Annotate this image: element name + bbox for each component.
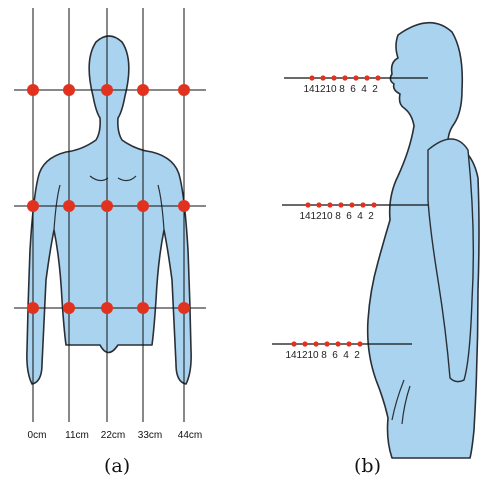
side-tick-label: 6 (332, 350, 338, 361)
front-measure-point (101, 84, 113, 96)
side-measure-point (375, 75, 380, 80)
side-measure-point (353, 75, 358, 80)
side-measure-point (342, 75, 347, 80)
side-measure-point (349, 202, 354, 207)
side-tick-label: 4 (361, 84, 367, 95)
side-tick-label: 8 (321, 350, 327, 361)
side-measure-point (291, 341, 296, 346)
front-column-label: 44cm (178, 430, 202, 441)
front-column-labels: 0cm 11cm 22cm 33cm 44cm (28, 430, 203, 441)
side-tick-label: 14 (299, 211, 311, 222)
front-measure-point (178, 84, 190, 96)
front-measure-point (137, 200, 149, 212)
side-measure-point (335, 341, 340, 346)
side-tick-label: 12 (310, 211, 322, 222)
side-tick-label: 4 (343, 350, 349, 361)
side-tick-label: 14 (303, 84, 315, 95)
front-measure-point (63, 302, 75, 314)
front-measure-point (101, 200, 113, 212)
side-measure-point (324, 341, 329, 346)
front-measure-point (137, 302, 149, 314)
front-measure-point (63, 200, 75, 212)
side-measure-point (371, 202, 376, 207)
side-measure-point (302, 341, 307, 346)
side-measure-point (320, 75, 325, 80)
front-measure-point (27, 84, 39, 96)
front-measure-point (137, 84, 149, 96)
side-measure-point (305, 202, 310, 207)
side-measure-point (338, 202, 343, 207)
side-measure-point (316, 202, 321, 207)
side-tick-label: 12 (296, 350, 308, 361)
side-tick-label: 2 (372, 84, 378, 95)
front-measure-point (27, 200, 39, 212)
side-measure-point (327, 202, 332, 207)
panel-b-caption: (b) (354, 455, 381, 477)
side-tick-label: 2 (354, 350, 360, 361)
side-tick-label: 10 (307, 350, 319, 361)
front-measure-point (101, 302, 113, 314)
side-tick-label: 2 (368, 211, 374, 222)
side-measure-point (309, 75, 314, 80)
side-measure-point (364, 75, 369, 80)
front-column-label: 22cm (101, 430, 125, 441)
front-measure-point (178, 200, 190, 212)
side-tick-label: 14 (285, 350, 297, 361)
side-measure-point (313, 341, 318, 346)
front-column-label: 0cm (28, 430, 47, 441)
side-tick-label: 8 (339, 84, 345, 95)
side-measure-point (331, 75, 336, 80)
front-measure-point (27, 302, 39, 314)
side-tick-label: 8 (335, 211, 341, 222)
side-tick-label: 10 (325, 84, 337, 95)
panel-a-caption: (a) (104, 455, 130, 477)
front-measure-point (63, 84, 75, 96)
front-column-label: 11cm (65, 430, 89, 441)
front-column-label: 33cm (138, 430, 162, 441)
side-tick-label: 12 (314, 84, 326, 95)
side-measure-point (346, 341, 351, 346)
side-body-silhouette (368, 23, 479, 458)
side-tick-label: 6 (346, 211, 352, 222)
side-measure-point (357, 341, 362, 346)
side-tick-label: 6 (350, 84, 356, 95)
side-measure-point (360, 202, 365, 207)
side-tick-label: 4 (357, 211, 363, 222)
side-tick-label: 10 (321, 211, 333, 222)
front-measure-point (178, 302, 190, 314)
